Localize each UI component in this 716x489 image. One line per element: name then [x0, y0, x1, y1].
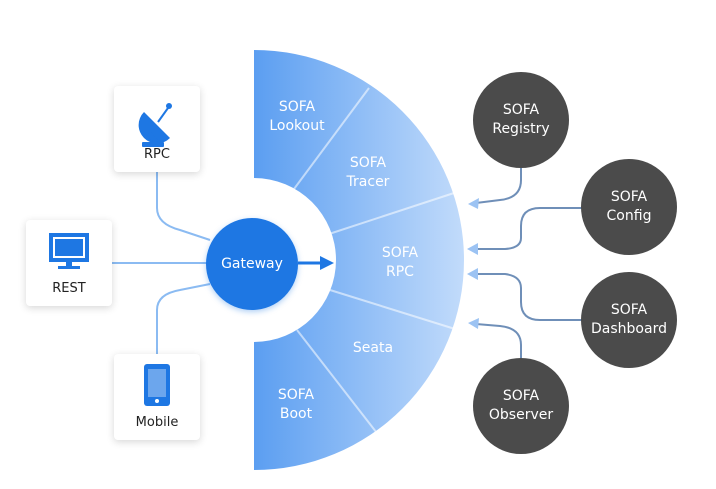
service-arrowheads [467, 198, 479, 329]
client-connectors [112, 170, 211, 354]
client-card-rest[interactable]: REST [26, 220, 112, 306]
client-label-rpc: RPC [144, 147, 170, 162]
client-card-mobile[interactable]: Mobile [114, 354, 200, 440]
segment-sofa-tracer[interactable]: SOFA Tracer [346, 155, 390, 190]
segment-sofa-rpc[interactable]: SOFA RPC [381, 245, 419, 280]
satellite-dish-icon [138, 103, 172, 147]
client-label-mobile: Mobile [135, 415, 179, 430]
platform-fan [254, 50, 464, 470]
client-card-rpc[interactable]: RPC [114, 86, 200, 172]
segment-sofa-lookout[interactable]: SOFA Lookout [269, 99, 325, 134]
monitor-icon [49, 233, 89, 269]
gateway-node[interactable]: Gateway [206, 218, 298, 310]
segment-seata[interactable]: Seata [352, 340, 394, 356]
gateway-label: Gateway [221, 256, 283, 272]
client-label-rest: REST [52, 281, 86, 296]
segment-sofa-boot[interactable]: SOFA Boot [277, 387, 315, 422]
service-connectors [475, 168, 582, 358]
fan-dividers [293, 87, 456, 438]
gateway-arrow [298, 256, 334, 270]
mobile-phone-icon [144, 364, 170, 406]
